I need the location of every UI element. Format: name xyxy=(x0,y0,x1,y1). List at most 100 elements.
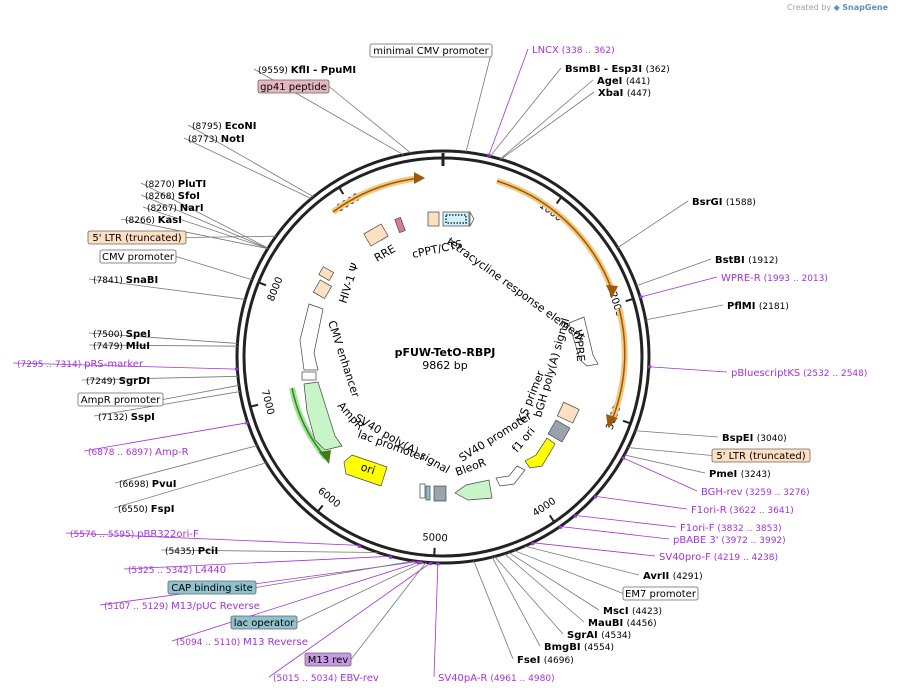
primer-sv40pa-r: SV40pA-R (4961 .. 4980) xyxy=(438,673,555,684)
primer-lncx-leader xyxy=(488,48,529,157)
primer-ebv-rev-leader xyxy=(268,562,432,678)
enzyme-sfoi: (8268) SfoI xyxy=(145,191,200,202)
enzyme-spei: (7500) SpeI xyxy=(93,329,151,340)
primer-f1ori-f-leader xyxy=(574,514,677,528)
tick-mark xyxy=(548,514,556,523)
enzyme-snabi: (7841) SnaBI xyxy=(93,275,158,286)
enzyme-avrii: AvrII (4291) xyxy=(643,571,703,582)
wpre-arc-head xyxy=(606,414,618,428)
feature-label-rre: RRE xyxy=(372,242,398,264)
primer-sv40pro-f: SV40pro-F (4219 .. 4238) xyxy=(659,552,778,563)
enzyme-pcii: (5435) PciI xyxy=(165,546,218,557)
enzyme-econi-leader xyxy=(187,124,314,198)
cmv-enhancer-arrow xyxy=(299,303,324,371)
wpre-arc-core xyxy=(611,307,626,421)
f1-ori-arrow xyxy=(524,437,556,469)
enzyme-sgrdi: (7249) SgrDI xyxy=(86,376,150,387)
hiv-psi-block-2 xyxy=(318,266,335,281)
enzyme-agei-leader xyxy=(499,79,594,160)
enzyme-msci: MscI (4423) xyxy=(603,606,662,617)
credit-brand: SnapGene xyxy=(842,3,888,12)
feature-cmv-promoter-left-leader xyxy=(175,256,253,281)
enzyme-sspi-leader xyxy=(93,391,240,417)
primer-wpre-r: WPRE-R (1993 .. 2013) xyxy=(721,273,828,284)
primer-f1ori-f: F1ori-F (3832 .. 3853) xyxy=(680,523,782,534)
enzyme-bsmbi-esp3i: BsmBI - Esp3I (362) xyxy=(565,64,670,75)
primer-prs-marker-marker xyxy=(234,367,238,371)
enzyme-pmei-leader xyxy=(624,454,706,474)
enzyme-noti: (8773) NotI xyxy=(188,134,245,145)
primer-sv40pro-f-leader xyxy=(532,542,656,557)
primer-pbluescriptks-marker xyxy=(648,365,652,369)
ori-arrow xyxy=(343,454,388,487)
enzyme-econi: (8795) EcoNI xyxy=(192,121,257,132)
feature-box-text: minimal CMV promoter xyxy=(373,46,489,57)
map-size: 9862 bp xyxy=(422,359,467,372)
enzyme-nari: (8267) NarI xyxy=(147,203,204,214)
sv40-promoter-arrow xyxy=(495,465,526,487)
ks-primer-block xyxy=(547,419,571,443)
feature-label-ori: ori xyxy=(359,460,377,477)
feature-box-bg xyxy=(711,448,811,463)
primer-m13-puc-reverse-marker xyxy=(416,561,420,565)
tick-mark xyxy=(258,281,267,287)
enzyme-kasi-leader xyxy=(120,218,268,250)
primer-f1ori-r: F1ori-R (3622 .. 3641) xyxy=(691,505,794,516)
feature-box-text: 5' LTR (truncated) xyxy=(92,233,181,244)
snapgene-credit: Created by ◆ SnapGene xyxy=(787,3,888,12)
primer-ebv-rev: (5015 .. 5034) EBV-rev xyxy=(273,673,379,684)
feature-label-cmv-enhancer: CMV enhancer xyxy=(325,319,362,400)
enzyme-kasi: (8266) KasI xyxy=(125,215,182,226)
primer-pbabe3-leader xyxy=(560,526,670,540)
primer-pbluescriptks-leader xyxy=(648,366,728,373)
rre-block xyxy=(363,223,389,247)
primer-f1ori-r-leader xyxy=(594,495,688,510)
tick-label: 6000 xyxy=(315,486,342,511)
enzyme-sgrai: SgrAI (4534) xyxy=(567,630,631,641)
enzyme-sgrai-leader xyxy=(494,556,564,635)
primer-bgh-rev-marker xyxy=(622,456,626,460)
primer-sv40pa-r-marker xyxy=(436,562,440,566)
feature-box-cap-binding-site: CAP binding site xyxy=(167,580,257,595)
feature-label-hiv-psi: HIV-1 Ψ xyxy=(336,261,361,305)
feature-box-ltr-5-truncated-left: 5' LTR (truncated) xyxy=(87,230,187,245)
snapgene-logo-icon: ◆ xyxy=(833,3,840,12)
feature-box-text: CMV promoter xyxy=(102,252,175,263)
enzyme-xbai: XbaI (447) xyxy=(598,88,651,99)
primer-amp-r: (6878 .. 6897) Amp-R xyxy=(88,447,189,458)
feature-box-cmv-promoter-left: CMV promoter xyxy=(99,249,177,264)
feature-gp41-peptide-leader xyxy=(328,86,412,154)
feature-box-minimal-cmv-promoter: minimal CMV promoter xyxy=(369,43,493,58)
enzyme-maubi-leader xyxy=(504,553,585,623)
tick-mark xyxy=(555,196,563,205)
feature-ltr-5-truncated-right-leader xyxy=(627,447,713,456)
feature-blocks xyxy=(299,210,599,502)
enzyme-spei-leader xyxy=(88,332,238,344)
backbone-outer-ring xyxy=(235,149,651,565)
feature-box-bg xyxy=(369,43,493,58)
feature-box-ampr-promoter: AmpR promoter xyxy=(77,392,164,407)
enzyme-pluti: (8270) PluTI xyxy=(145,179,206,190)
enzyme-msci-leader xyxy=(508,551,600,611)
tre-block-pattern xyxy=(445,214,467,224)
enzyme-bspei: BspEI (3040) xyxy=(722,433,787,444)
enzyme-sfoi-leader xyxy=(140,194,269,249)
enzyme-fsei-leader xyxy=(473,560,514,660)
feature-box-bg xyxy=(230,615,298,630)
feature-box-bg xyxy=(77,392,164,407)
primer-m13-puc-reverse: (5107 .. 5129) M13/pUC Reverse xyxy=(104,601,260,612)
primer-pbluescriptks: pBluescriptKS (2532 .. 2548) xyxy=(731,368,867,379)
tick-mark xyxy=(622,419,631,425)
em7-block xyxy=(433,485,447,502)
primer-m13-reverse-leader xyxy=(171,561,421,642)
feature-minimal-cmv-promoter-leader xyxy=(465,50,493,153)
lac-block-1 xyxy=(425,485,431,501)
ampr-promoter-block xyxy=(301,371,317,381)
primer-l4440: (5325 .. 5342) L4440 xyxy=(128,565,226,576)
primer-bgh-rev: BGH-rev (3259 .. 3276) xyxy=(701,487,810,498)
feature-box-bg xyxy=(257,79,330,94)
map-center-title: pFUW-TetO-RBPJ 9862 bp xyxy=(395,346,496,372)
feature-box-bg xyxy=(167,580,257,595)
